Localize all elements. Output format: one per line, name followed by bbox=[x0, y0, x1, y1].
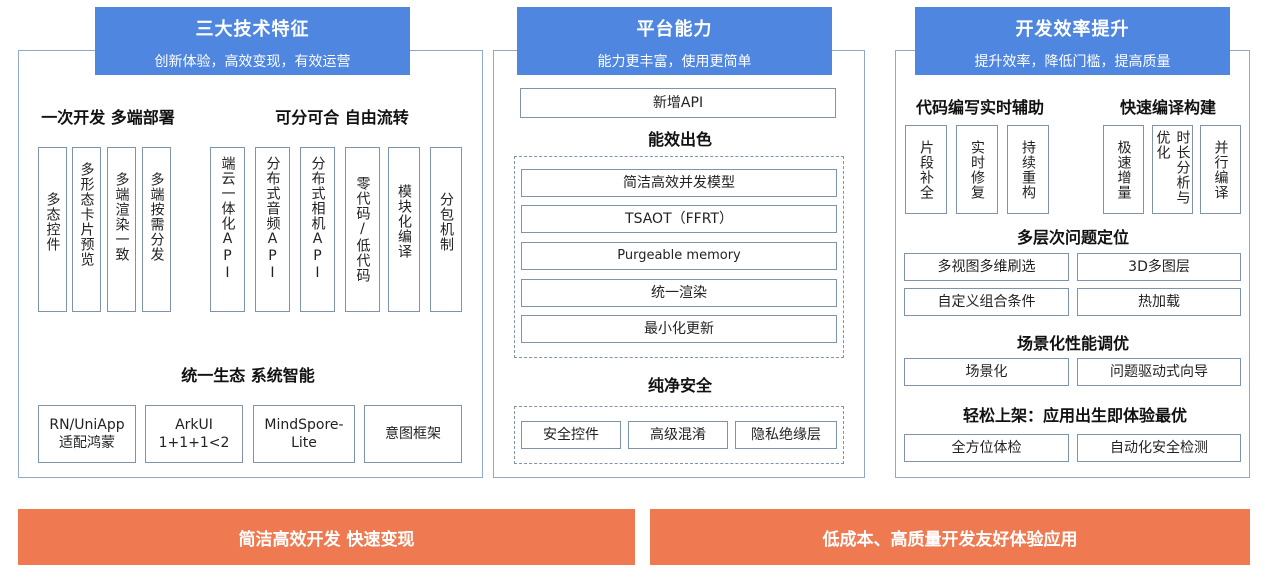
security-box: 隐私绝缘层 bbox=[735, 421, 837, 449]
perf-group bbox=[514, 156, 844, 358]
assist-box: 片段补全 bbox=[905, 125, 947, 214]
panel-title: 平台能力 bbox=[636, 19, 713, 40]
section-title: 可分可合 自由流转 bbox=[275, 108, 409, 127]
section-title: 快速编译构建 bbox=[1119, 98, 1216, 117]
build-box: 时长分析与优化 bbox=[1152, 125, 1193, 214]
perf-box: Purgeable memory bbox=[521, 242, 837, 270]
feature-box: 分布式相机API bbox=[300, 147, 335, 312]
panel-subtitle: 创新体验，高效变现，有效运营 bbox=[154, 54, 351, 70]
section-title: 能效出色 bbox=[647, 130, 712, 149]
locate-box: 3D多图层 bbox=[1077, 253, 1241, 281]
panel-efficiency-header: 开发效率提升 提升效率，降低门槛，提高质量 bbox=[915, 7, 1230, 75]
release-box: 全方位体检 bbox=[904, 434, 1069, 462]
section-title: 轻松上架：应用出生即体验最优 bbox=[962, 406, 1187, 425]
new-api-box: 新增API bbox=[520, 88, 836, 118]
build-box: 并行编译 bbox=[1200, 125, 1241, 214]
build-box: 极速增量 bbox=[1103, 125, 1144, 214]
security-group bbox=[514, 406, 844, 464]
security-box: 安全控件 bbox=[521, 421, 621, 449]
section-title: 多层次问题定位 bbox=[1016, 228, 1129, 247]
feature-box: 多态控件 bbox=[38, 147, 67, 312]
locate-box: 热加载 bbox=[1077, 288, 1241, 316]
feature-box: 模块化编译 bbox=[388, 147, 420, 312]
tune-box: 问题驱动式向导 bbox=[1077, 358, 1241, 386]
ecosystem-box: RN/UniApp适配鸿蒙 bbox=[38, 405, 136, 463]
ecosystem-box: 意图框架 bbox=[364, 405, 462, 463]
perf-box: 最小化更新 bbox=[521, 315, 837, 343]
tune-box: 场景化 bbox=[904, 358, 1069, 386]
footer-right-banner: 低成本、高质量开发友好体验应用 bbox=[650, 509, 1250, 565]
panel-tech-features-header: 三大技术特征 创新体验，高效变现，有效运营 bbox=[95, 7, 410, 75]
panel-title: 开发效率提升 bbox=[1015, 19, 1130, 40]
panel-subtitle: 能力更丰富，使用更简单 bbox=[597, 54, 752, 70]
panel-title: 三大技术特征 bbox=[195, 19, 310, 40]
feature-box: 多形态卡片预览 bbox=[72, 147, 101, 312]
feature-box: 多端按需分发 bbox=[142, 147, 171, 312]
assist-box: 实时修复 bbox=[956, 125, 998, 214]
security-box: 高级混淆 bbox=[628, 421, 728, 449]
perf-box: 统一渲染 bbox=[521, 279, 837, 307]
perf-box: TSAOT（FFRT） bbox=[521, 205, 837, 233]
ecosystem-box: MindSpore- Lite bbox=[253, 405, 355, 463]
section-title: 纯净安全 bbox=[647, 376, 712, 395]
feature-box: 分布式音频API bbox=[255, 147, 290, 312]
locate-box: 自定义组合条件 bbox=[904, 288, 1069, 316]
section-title: 场景化性能调优 bbox=[1016, 334, 1129, 353]
footer-left-banner: 简洁高效开发 快速变现 bbox=[18, 509, 635, 565]
assist-box: 持续重构 bbox=[1007, 125, 1049, 214]
feature-box: 多端渲染一致 bbox=[107, 147, 136, 312]
locate-box: 多视图多维刷选 bbox=[904, 253, 1069, 281]
panel-subtitle: 提升效率，降低门槛，提高质量 bbox=[974, 54, 1171, 70]
section-title: 一次开发 多端部署 bbox=[41, 108, 175, 127]
release-box: 自动化安全检测 bbox=[1077, 434, 1241, 462]
feature-box: 零代码/低代码 bbox=[345, 147, 380, 312]
section-title: 代码编写实时辅助 bbox=[915, 98, 1044, 117]
feature-box: 端云一体化API bbox=[210, 147, 245, 312]
ecosystem-box: ArkUI 1+1+1<2 bbox=[145, 405, 243, 463]
panel-platform-header: 平台能力 能力更丰富，使用更简单 bbox=[517, 7, 832, 75]
feature-box: 分包机制 bbox=[430, 147, 462, 312]
perf-box: 简洁高效并发模型 bbox=[521, 169, 837, 197]
section-title: 统一生态 系统智能 bbox=[181, 366, 315, 385]
